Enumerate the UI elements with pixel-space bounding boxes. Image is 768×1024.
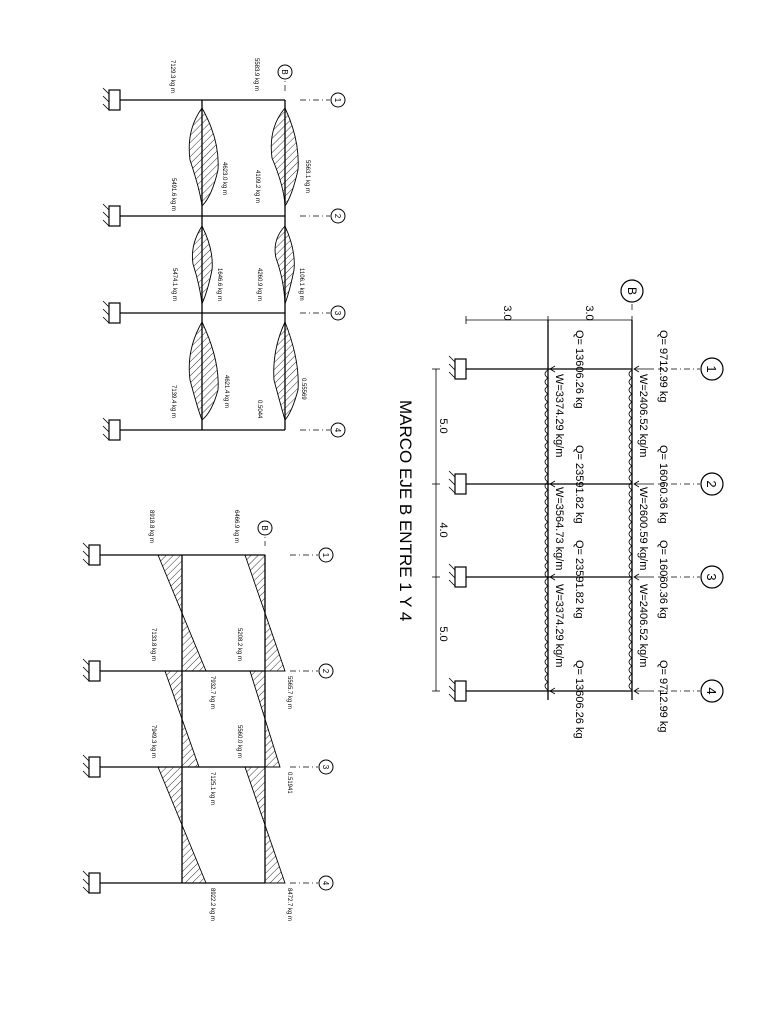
md2-label: 5565.7 kg m (286, 676, 292, 709)
moment-diagram-1: B 1 2 3 4 7129.3 kg m 5583.9 kg m 5491.6… (102, 58, 346, 441)
md1-label: 4621.4 kg m (223, 375, 229, 408)
md1-label: 4260.9 kg m (256, 268, 262, 301)
md2-label: 8918.8 kg m (148, 510, 154, 543)
upper-dist-load-2: W=2600.59 kg/m (637, 487, 649, 570)
span-length-1: 5.0 (437, 418, 449, 433)
md1-label: 4109.2 kg m (254, 170, 260, 203)
md1-label: 5491.6 kg m (170, 178, 176, 211)
md2-axis-b: B (260, 525, 269, 530)
md2-axis-2: 2 (321, 669, 330, 674)
upper-point-load-3: Q= 16060.36 kg (657, 540, 669, 619)
md1-label: 0.55569 (300, 378, 306, 400)
supports-md2 (82, 542, 101, 894)
axis-label-3: 3 (704, 573, 719, 580)
fixed-supports (448, 355, 467, 702)
columns (466, 368, 632, 692)
md2-label: 8922.2 kg m (209, 888, 215, 921)
dimension-lines (432, 316, 633, 692)
roof-distributed-load (628, 369, 633, 691)
md2-label: 6466.9 kg m (233, 510, 239, 543)
story-height-upper: 3.0 (583, 305, 595, 320)
upper-dist-load-1: W=2406.52 kg/m (637, 374, 649, 457)
md1-axis-1: 1 (333, 98, 342, 103)
md1-label: 0.5044 (256, 400, 262, 419)
frame-load-diagram: B 1 2 3 4 3.0 3.0 5.0 4.0 5.0 MARCO EJE … (396, 279, 724, 739)
axis-label-b: B (625, 287, 639, 295)
floor-distributed-load (544, 369, 549, 691)
md1-label: 1646.6 kg m (216, 268, 222, 301)
md1-label: 5583.9 kg m (253, 58, 259, 91)
md2-axis-1: 1 (321, 553, 330, 558)
md1-labels: 7129.3 kg m 5583.9 kg m 5491.6 kg m 4623… (169, 58, 310, 419)
upper-point-load-2: Q= 16060.36 kg (657, 445, 669, 524)
md2-label: 5208.2 kg m (236, 628, 242, 661)
point-load-arrows (549, 365, 654, 695)
lower-point-load-2: Q= 23591.82 kg (573, 445, 585, 524)
axis-label-4: 4 (704, 687, 719, 694)
md1-label: 7129.3 kg m (169, 60, 175, 93)
md1-label: 5563.1 kg m (304, 160, 310, 193)
lower-point-load-3: Q= 23591.82 kg (573, 540, 585, 619)
md1-label: 1106.1 kg m (298, 268, 304, 301)
axis-bubbles: B 1 2 3 4 (620, 279, 724, 703)
md1-axis-2: 2 (333, 214, 342, 219)
md2-label: 7949.3 kg m (150, 725, 156, 758)
columns-md1 (120, 99, 285, 431)
upper-dist-load-3: W=2406.52 kg/m (637, 584, 649, 667)
md1-label: 7139.4 kg m (170, 385, 176, 418)
md1-axis-3: 3 (333, 311, 342, 316)
axis-label-1: 1 (704, 365, 719, 372)
md2-labels: 8918.8 kg m 6466.9 kg m 7133.8 kg m 5208… (148, 510, 292, 921)
md2-label: 7133.8 kg m (150, 628, 156, 661)
md2-label: 8472.7 kg m (286, 888, 292, 921)
axis-label-2: 2 (704, 480, 719, 487)
upper-point-load-1: Q= 9712.99 kg (657, 330, 669, 402)
md2-label: 7125.1 kg m (209, 772, 215, 805)
upper-point-load-4: Q= 9712.99 kg (657, 660, 669, 732)
span-length-2: 4.0 (437, 522, 449, 537)
story-height-lower: 3.0 (501, 305, 513, 320)
lower-dist-load-1: W=3374.29 kg/m (553, 374, 565, 457)
md2-label: 5560.0 kg m (236, 725, 242, 758)
moment-diagram-2: B 1 2 3 4 8918.8 kg m 6466.9 kg m 7133.8… (82, 510, 334, 921)
lower-point-load-4: Q= 13606.26 kg (573, 660, 585, 739)
md1-label: 4623.0 kg m (221, 162, 227, 195)
md2-label: 0.51941 (286, 772, 292, 794)
md1-axis-b: B (280, 69, 289, 74)
supports-md1 (102, 87, 121, 441)
lower-dist-load-2: W=3564.73 kg/m (553, 487, 565, 570)
lower-point-load-1: Q= 13606.26 kg (573, 330, 585, 409)
md1-axis-4: 4 (333, 428, 342, 433)
lower-dist-load-3: W=3374.29 kg/m (553, 584, 565, 667)
diagram-title: MARCO EJE B ENTRE 1 Y 4 (396, 400, 415, 621)
md2-axis-3: 3 (321, 765, 330, 770)
md2-axis-4: 4 (321, 881, 330, 886)
md1-label: 5474.1 kg m (171, 268, 177, 301)
md2-label: 7932.7 kg m (209, 676, 215, 709)
span-length-3: 5.0 (437, 626, 449, 641)
